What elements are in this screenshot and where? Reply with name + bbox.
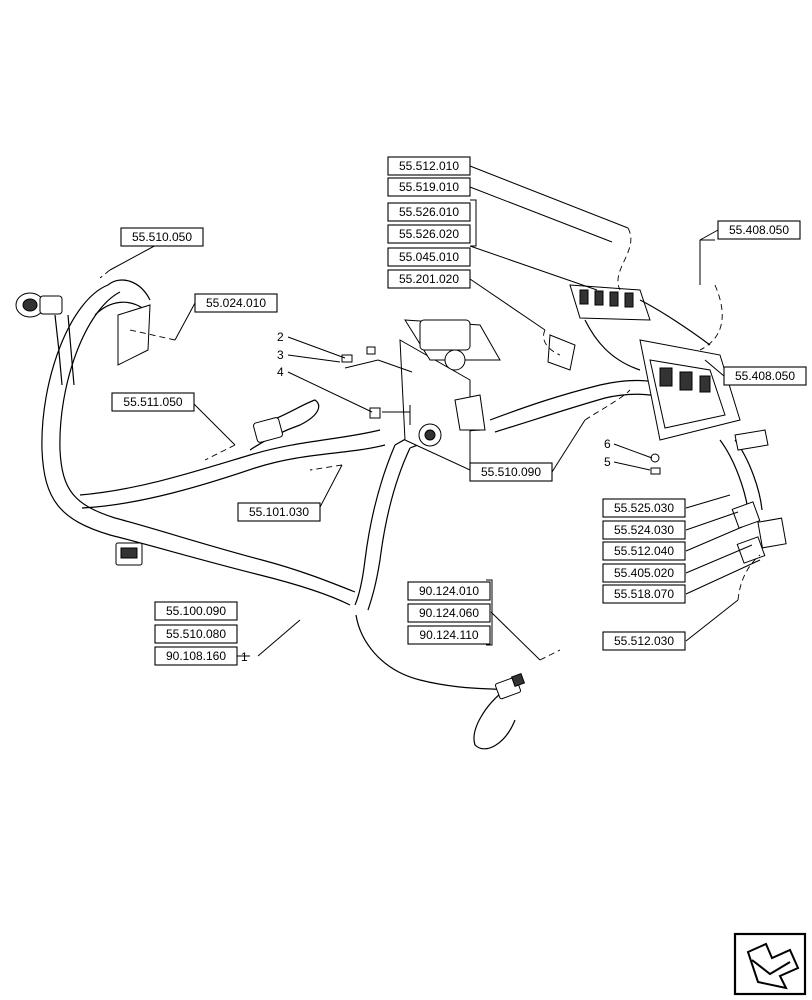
svg-text:90.108.160: 90.108.160 (166, 649, 226, 663)
right-connector-cluster (719, 429, 787, 564)
ref-55-510-050[interactable]: 55.510.050 (120, 227, 204, 247)
ref-55-408-050-top[interactable]: 55.408.050 (717, 220, 801, 240)
svg-text:55.525.030: 55.525.030 (614, 501, 674, 515)
svg-text:55.510.050: 55.510.050 (132, 230, 192, 244)
item-number-1: 1 (241, 650, 248, 664)
ref-55-510-080[interactable]: 55.510.080 (154, 624, 238, 644)
ref-55-045-010[interactable]: 55.045.010 (387, 247, 471, 267)
ref-55-408-050-mid[interactable]: 55.408.050 (723, 366, 807, 386)
main-harness (41, 279, 671, 750)
svg-text:55.512.040: 55.512.040 (614, 544, 674, 558)
svg-text:55.510.080: 55.510.080 (166, 627, 226, 641)
item-number-5: 5 (604, 455, 611, 469)
relay-bracket (399, 319, 501, 471)
svg-text:55.512.010: 55.512.010 (399, 159, 459, 173)
ref-55-511-050[interactable]: 55.511.050 (111, 392, 195, 412)
svg-text:55.408.050: 55.408.050 (735, 369, 795, 383)
ref-90-124-060[interactable]: 90.124.060 (407, 603, 491, 623)
svg-text:90.124.010: 90.124.010 (419, 584, 479, 598)
item-number-4: 4 (277, 365, 284, 379)
ref-55-405-020[interactable]: 55.405.020 (602, 563, 686, 583)
svg-text:55.201.020: 55.201.020 (399, 272, 459, 286)
ref-55-512-010[interactable]: 55.512.010 (387, 156, 471, 176)
svg-text:55.045.010: 55.045.010 (399, 250, 459, 264)
item-number-6: 6 (604, 437, 611, 451)
rear-connector-assembly (15, 292, 151, 386)
diagnostic-connector (494, 672, 526, 700)
svg-text:55.526.020: 55.526.020 (399, 227, 459, 241)
svg-text:55.526.010: 55.526.010 (399, 205, 459, 219)
ref-55-526-010[interactable]: 55.526.010 (387, 202, 471, 222)
leader-lines (99, 165, 761, 661)
group-brackets (470, 199, 493, 646)
ref-55-518-070[interactable]: 55.518.070 (602, 584, 686, 604)
ref-90-124-010[interactable]: 90.124.010 (407, 581, 491, 601)
ref-55-100-090[interactable]: 55.100.090 (154, 601, 238, 621)
item-number-3: 3 (277, 348, 284, 362)
ref-55-525-030[interactable]: 55.525.030 (602, 498, 686, 518)
svg-text:55.100.090: 55.100.090 (166, 604, 226, 618)
svg-text:55.405.020: 55.405.020 (614, 566, 674, 580)
fasteners (341, 346, 661, 475)
next-page-arrow-icon[interactable] (733, 932, 807, 996)
ref-55-512-030[interactable]: 55.512.030 (602, 631, 686, 651)
item-number-2: 2 (277, 330, 284, 344)
cab-connector (253, 417, 283, 443)
svg-text:55.518.070: 55.518.070 (614, 587, 674, 601)
fuse-box-assembly (547, 284, 741, 441)
svg-text:55.519.010: 55.519.010 (399, 180, 459, 194)
svg-text:55.524.030: 55.524.030 (614, 523, 674, 537)
side-connector (115, 542, 143, 566)
svg-text:55.408.050: 55.408.050 (729, 223, 789, 237)
svg-text:55.511.050: 55.511.050 (123, 395, 182, 409)
ref-55-526-020[interactable]: 55.526.020 (387, 224, 471, 244)
ref-90-124-110[interactable]: 90.124.110 (407, 625, 491, 645)
ref-55-512-040[interactable]: 55.512.040 (602, 541, 686, 561)
svg-text:90.124.110: 90.124.110 (419, 628, 478, 642)
ref-55-024-010[interactable]: 55.024.010 (194, 293, 278, 313)
ref-55-524-030[interactable]: 55.524.030 (602, 520, 686, 540)
ref-55-510-090[interactable]: 55.510.090 (469, 462, 553, 482)
ref-55-101-030[interactable]: 55.101.030 (237, 502, 321, 522)
ref-90-108-160[interactable]: 90.108.160 (154, 646, 238, 666)
ref-55-519-010[interactable]: 55.519.010 (387, 177, 471, 197)
svg-text:90.124.060: 90.124.060 (419, 606, 479, 620)
svg-text:55.024.010: 55.024.010 (206, 296, 266, 310)
svg-text:55.510.090: 55.510.090 (481, 465, 541, 479)
svg-text:55.101.030: 55.101.030 (249, 505, 309, 519)
svg-text:55.512.030: 55.512.030 (614, 634, 674, 648)
ref-55-201-020[interactable]: 55.201.020 (387, 269, 471, 289)
